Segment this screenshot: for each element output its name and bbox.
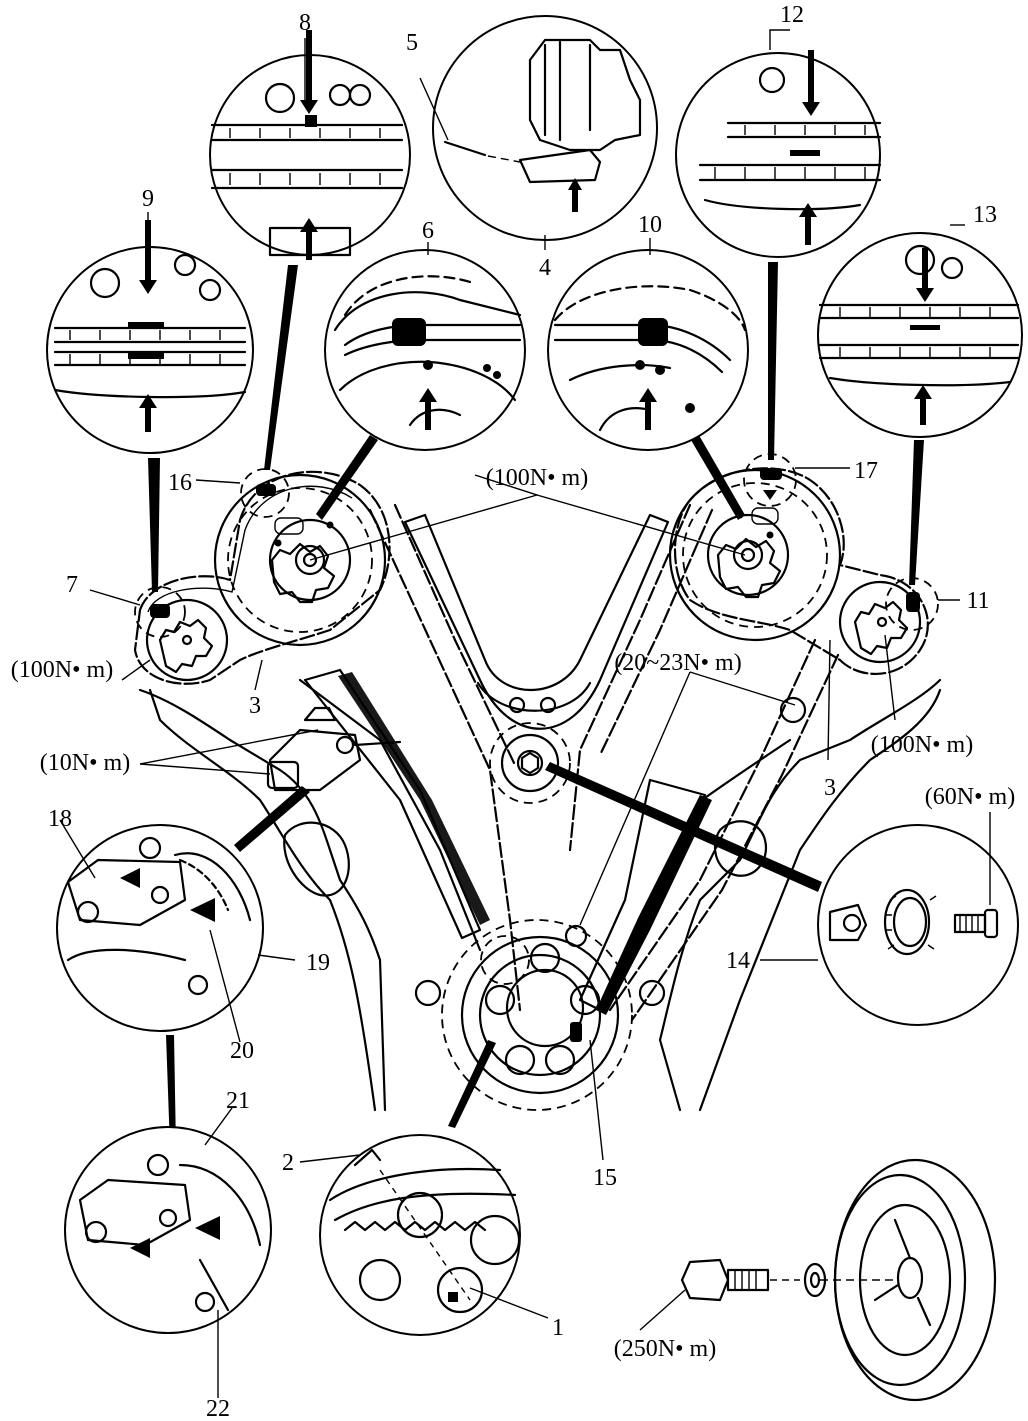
torque-crank-bolt: (250N• m) — [614, 1336, 716, 1362]
detail-10 — [547, 249, 749, 451]
callout-21: 21 — [226, 1088, 250, 1114]
detail-idler-parts — [817, 824, 1019, 1026]
right-cam-chain — [674, 467, 929, 676]
left-chain-guide — [303, 668, 482, 940]
callout-3-left: 3 — [249, 693, 261, 719]
detail-12 — [675, 50, 882, 258]
torque-idler-bolt: (60N• m) — [925, 784, 1015, 810]
callout-4: 4 — [539, 255, 551, 281]
crank-pulley — [820, 1158, 997, 1402]
callout-labels: 8 9 5 4 6 10 12 13 16 17 7 11 3 3 18 19 … — [48, 2, 997, 1421]
torque-right-exhaust: (100N• m) — [871, 732, 973, 758]
torque-chain-guide: (20~23N• m) — [614, 650, 741, 676]
leader-wedges — [148, 262, 924, 1148]
callout-6: 6 — [422, 218, 434, 244]
right-chain-guide — [578, 778, 707, 1012]
detail-8 — [209, 30, 411, 260]
callout-19: 19 — [306, 950, 330, 976]
callout-5: 5 — [406, 30, 418, 56]
left-cam-chain — [133, 470, 391, 685]
callout-17: 17 — [854, 458, 878, 484]
right-cam-mark-arrow — [763, 490, 777, 500]
center-chain-guide — [403, 513, 670, 730]
callout-9: 9 — [142, 186, 154, 212]
guide-bolt-lower — [564, 924, 588, 948]
crankshaft-sprocket — [441, 919, 633, 1111]
callout-14: 14 — [726, 948, 750, 974]
guide-bolt-upper — [779, 696, 807, 724]
crank-mark-circle — [480, 935, 530, 985]
detail-6 — [324, 249, 526, 451]
callout-12: 12 — [780, 2, 804, 28]
callout-15: 15 — [593, 1165, 617, 1191]
torque-left-exhaust: (100N• m) — [11, 657, 113, 683]
left-intake-cam-sprocket — [213, 473, 387, 647]
left-exhaust-sprocket — [145, 598, 229, 682]
detail-tensioner-shoe — [432, 15, 658, 241]
hydraulic-tensioner — [266, 706, 402, 792]
detail-crank-mark — [319, 1134, 521, 1336]
detail-9 — [46, 220, 254, 454]
right-cam-mark-link — [760, 468, 782, 480]
right-exhaust-sprocket — [838, 580, 922, 664]
mark-7-circle — [134, 586, 186, 638]
left-exhaust-mark-link — [150, 604, 170, 618]
idler-sprocket — [489, 722, 571, 804]
callout-3-right: 3 — [824, 775, 836, 801]
detail-tensioner-lock — [56, 824, 264, 1032]
right-exhaust-mark-link — [906, 592, 920, 612]
callout-22: 22 — [206, 1396, 230, 1421]
detail-tensioner-pin — [64, 1126, 272, 1334]
callout-1: 1 — [552, 1315, 564, 1341]
callout-leaders — [59, 29, 991, 1398]
callout-7: 7 — [66, 572, 78, 598]
callout-2: 2 — [282, 1150, 294, 1176]
callout-10: 10 — [638, 212, 662, 238]
callout-16: 16 — [168, 470, 192, 496]
callout-13: 13 — [973, 202, 997, 228]
left-guide-shoe — [338, 672, 490, 925]
right-guide-shoe — [596, 795, 712, 1015]
torque-cams: (100N• m) — [486, 465, 588, 491]
torque-labels: (100N• m) (100N• m) (20~23N• m) (10N• m)… — [11, 465, 1015, 1362]
crank-bolt-and-washer — [680, 1258, 827, 1302]
callout-20: 20 — [230, 1038, 254, 1064]
callout-11: 11 — [966, 588, 989, 614]
callout-18: 18 — [48, 806, 72, 832]
callout-8: 8 — [299, 10, 311, 36]
detail-13 — [817, 232, 1023, 438]
torque-tensioner: (10N• m) — [40, 750, 130, 776]
left-cam-mark-link — [256, 484, 276, 496]
